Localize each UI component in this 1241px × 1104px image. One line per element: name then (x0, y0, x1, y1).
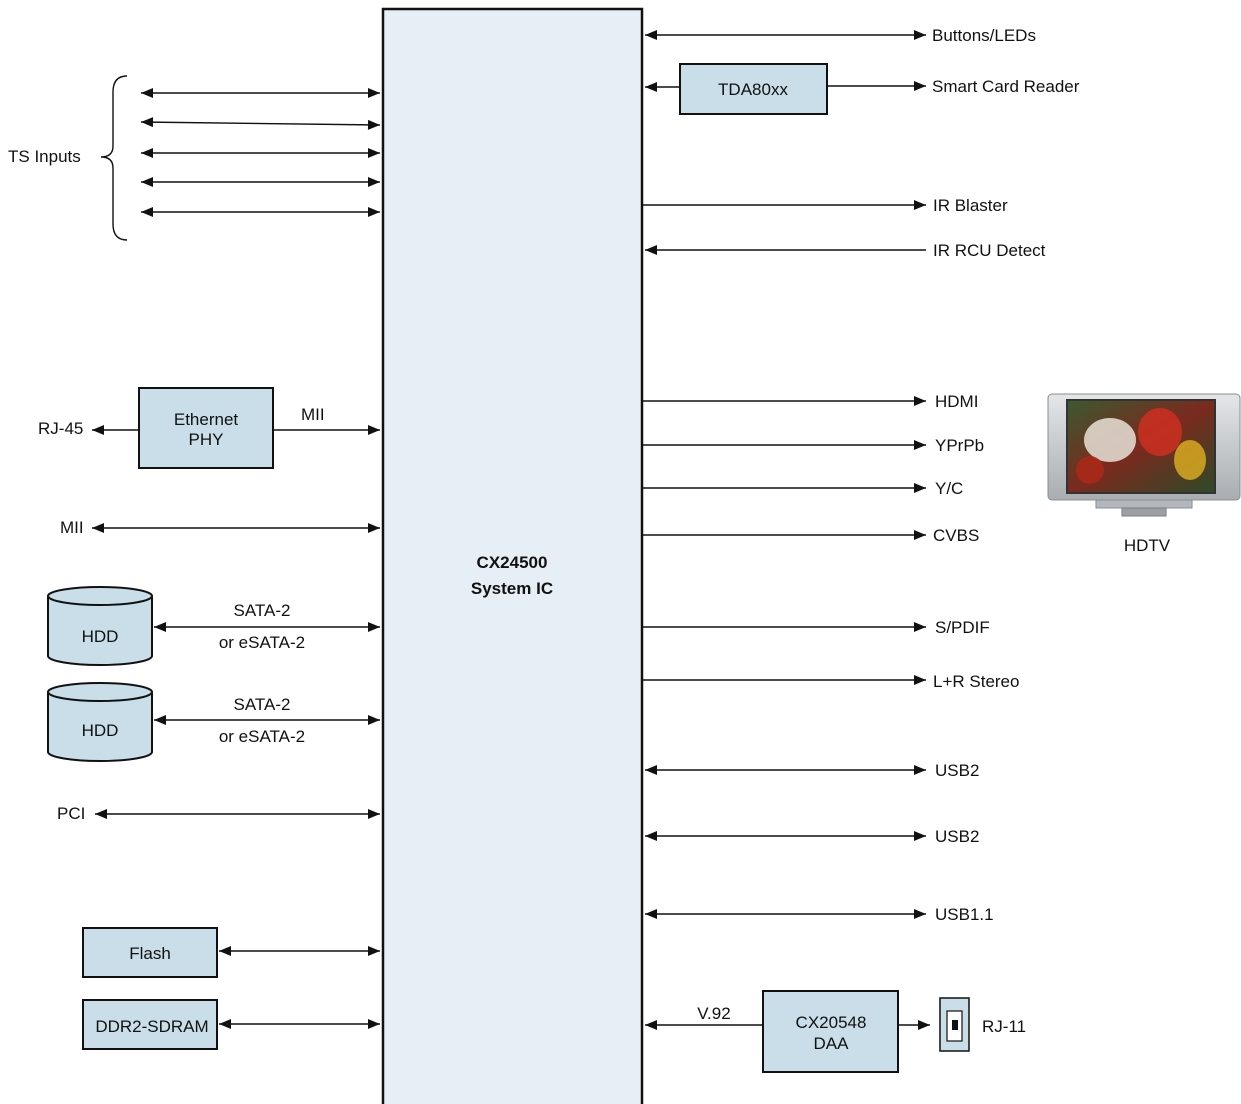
ethernet-phy-line1: Ethernet (174, 410, 239, 429)
hdmi-label: HDMI (935, 392, 978, 411)
system-ic-name: CX24500 (477, 553, 548, 572)
pci-label: PCI (57, 804, 85, 823)
hdd-2-label: HDD (82, 721, 119, 740)
pci-group: PCI (57, 804, 380, 823)
hdd-2-link-top: SATA-2 (234, 695, 291, 714)
tda-group: TDA80xx Smart Card Reader (645, 64, 1080, 114)
hdtv-label: HDTV (1124, 536, 1171, 555)
hdd-1-group: HDD SATA-2 or eSATA-2 (48, 587, 380, 665)
flash-label: Flash (129, 944, 171, 963)
ddr2-label: DDR2-SDRAM (95, 1017, 208, 1036)
usb2-b-label: USB2 (935, 827, 979, 846)
hdtv-icon: HDTV (1048, 394, 1240, 555)
usb2-a-label: USB2 (935, 761, 979, 780)
mii-port-label: MII (60, 518, 84, 537)
rj45-label: RJ-45 (38, 419, 83, 438)
hdd-1-label: HDD (82, 627, 119, 646)
system-ic-subtitle: System IC (471, 579, 553, 598)
hdd-1-link-bottom: or eSATA-2 (219, 633, 305, 652)
v92-label: V.92 (697, 1004, 730, 1023)
system-ic-block: CX24500 System IC (383, 9, 642, 1104)
rj11-label: RJ-11 (982, 1017, 1026, 1036)
yc-label: Y/C (935, 479, 963, 498)
audio-outputs-group: S/PDIF L+R Stereo (642, 618, 1019, 691)
mii-link-label: MII (301, 405, 325, 424)
rj11-jack-icon (940, 998, 969, 1051)
stereo-label: L+R Stereo (933, 672, 1019, 691)
spdif-label: S/PDIF (935, 618, 990, 637)
hdd-1-link-top: SATA-2 (234, 601, 291, 620)
ts-inputs-brace (101, 76, 127, 240)
cvbs-label: CVBS (933, 526, 979, 545)
ethernet-phy-group: Ethernet PHY RJ-45 MII (38, 388, 380, 468)
ts-inputs-group: TS Inputs (8, 76, 380, 240)
video-outputs-group: HDMI YPrPb Y/C CVBS (642, 392, 984, 545)
daa-line1: CX20548 (796, 1013, 867, 1032)
ts-input-arrow (141, 122, 380, 125)
hdd-2-group: HDD SATA-2 or eSATA-2 (48, 683, 380, 761)
mii-port-group: MII (60, 518, 380, 537)
usb-group: USB2 USB2 USB1.1 (645, 761, 994, 924)
usb11-label: USB1.1 (935, 905, 994, 924)
ir-rcu-label: IR RCU Detect (933, 241, 1046, 260)
smart-card-label: Smart Card Reader (932, 77, 1080, 96)
ts-inputs-label: TS Inputs (8, 147, 81, 166)
ddr2-group: DDR2-SDRAM (83, 1000, 380, 1049)
ethernet-phy-line2: PHY (189, 430, 224, 449)
flash-group: Flash (83, 928, 380, 977)
tda-label: TDA80xx (718, 80, 788, 99)
daa-group: V.92 CX20548 DAA RJ-11 (645, 991, 1026, 1072)
ypbpr-label: YPrPb (935, 436, 984, 455)
daa-line2: DAA (814, 1034, 850, 1053)
buttons-leds-label: Buttons/LEDs (932, 26, 1036, 45)
ir-rcu-group: IR RCU Detect (645, 241, 1046, 260)
hdd-2-link-bottom: or eSATA-2 (219, 727, 305, 746)
buttons-leds-group: Buttons/LEDs (645, 26, 1036, 45)
ir-blaster-label: IR Blaster (933, 196, 1008, 215)
ir-blaster-group: IR Blaster (642, 196, 1008, 215)
